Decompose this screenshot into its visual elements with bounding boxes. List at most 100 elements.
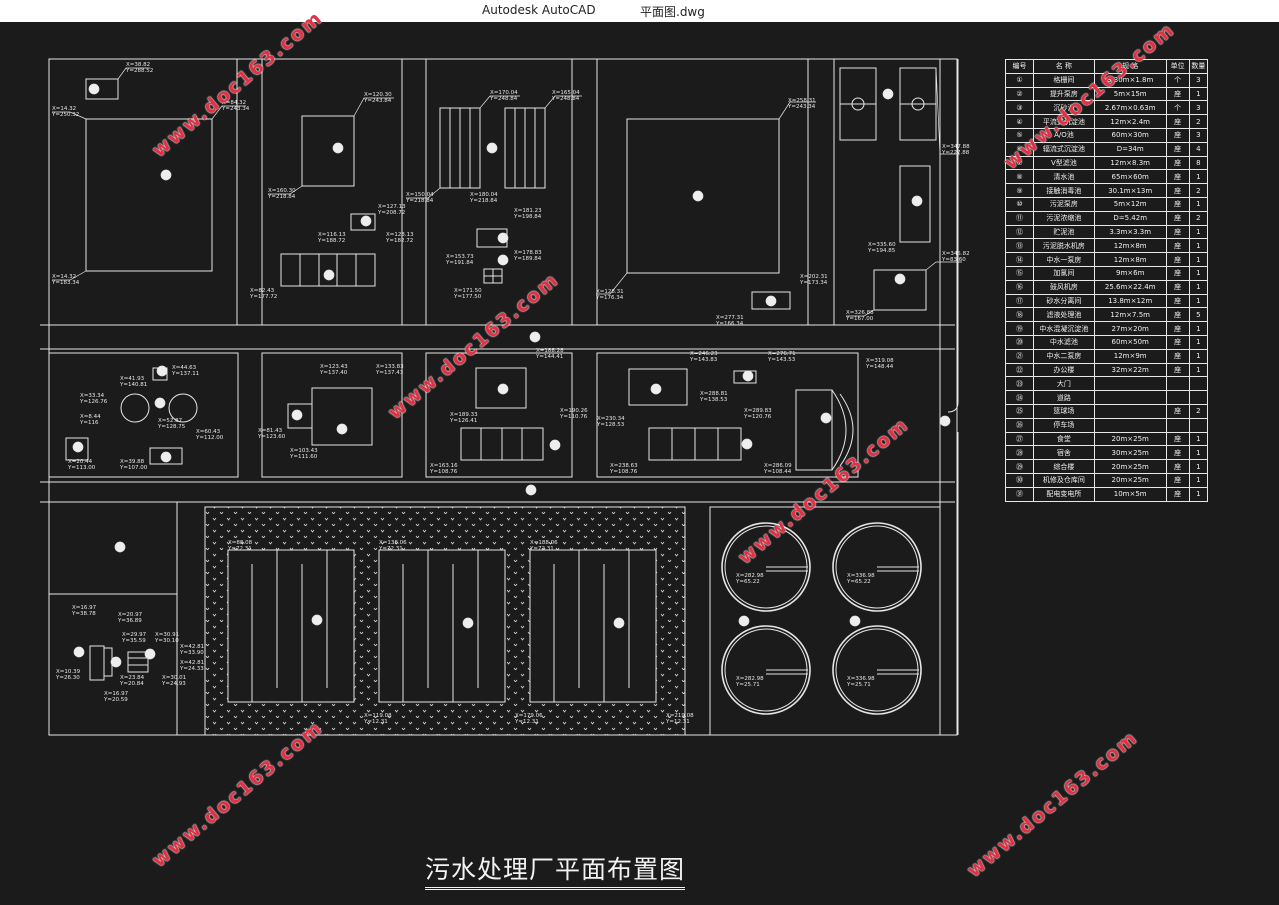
block-clearwater bbox=[596, 58, 809, 326]
svg-text:⑱: ⑱ bbox=[335, 144, 341, 152]
legend-cell: 1 bbox=[1188, 224, 1209, 240]
svg-text:Y=20.59: Y=20.59 bbox=[103, 697, 128, 703]
svg-text:X=128.31: X=128.31 bbox=[596, 289, 624, 295]
building-29 bbox=[899, 165, 931, 243]
legend-cell: 座 bbox=[1165, 196, 1190, 212]
legend-cell: 座 bbox=[1165, 224, 1190, 240]
svg-text:X=41.93: X=41.93 bbox=[120, 376, 145, 382]
svg-text:Y=248.84: Y=248.84 bbox=[489, 96, 518, 102]
svg-text:X=8.44: X=8.44 bbox=[80, 414, 101, 420]
svg-text:㉘: ㉘ bbox=[653, 385, 659, 393]
svg-text:Y=198.84: Y=198.84 bbox=[513, 214, 542, 220]
svg-text:⑮: ⑮ bbox=[339, 425, 345, 433]
building-17 bbox=[287, 403, 313, 429]
legend-cell: 砂水分离间 bbox=[1032, 293, 1095, 309]
svg-text:③: ③ bbox=[500, 257, 505, 264]
legend-cell: 1 bbox=[1188, 334, 1209, 350]
svg-text:⑬: ⑬ bbox=[75, 443, 81, 451]
svg-text:⑳: ⑳ bbox=[500, 385, 506, 393]
legend-cell: 座 bbox=[1165, 472, 1190, 488]
svg-text:㉛: ㉛ bbox=[745, 372, 751, 380]
svg-text:Y=107.00: Y=107.00 bbox=[119, 465, 148, 471]
legend-cell: 座 bbox=[1165, 431, 1190, 447]
legend-cell bbox=[1165, 390, 1190, 405]
svg-text:Y=38.78: Y=38.78 bbox=[71, 611, 96, 617]
building-20 bbox=[475, 367, 527, 409]
building-31b bbox=[733, 370, 757, 384]
svg-text:Y=123.60: Y=123.60 bbox=[257, 434, 286, 440]
svg-text:X=160.30: X=160.30 bbox=[268, 188, 296, 194]
svg-text:Y=25.71: Y=25.71 bbox=[846, 682, 871, 688]
legend-cell: 2.67m×0.63m bbox=[1093, 100, 1167, 116]
legend-cell: 1 bbox=[1188, 431, 1209, 447]
legend-cell: 12m×8m bbox=[1093, 252, 1167, 267]
legend-cell: 座 bbox=[1165, 238, 1190, 254]
file-name-tab[interactable]: 平面图.dwg bbox=[640, 5, 705, 19]
svg-text:X=282.98: X=282.98 bbox=[736, 573, 764, 579]
legend-cell: 1 bbox=[1188, 486, 1209, 502]
legend-cell: 4 bbox=[1188, 141, 1209, 157]
legend-cell bbox=[1165, 376, 1190, 392]
legend-cell: 道路 bbox=[1032, 390, 1095, 405]
svg-text:X=30.91: X=30.91 bbox=[155, 632, 179, 638]
building-23 bbox=[795, 389, 833, 471]
svg-text:X=29.97: X=29.97 bbox=[122, 632, 147, 638]
svg-text:Y=128.53: Y=128.53 bbox=[596, 422, 625, 428]
building-14 bbox=[149, 447, 183, 465]
legend-number: ⑲ bbox=[1005, 321, 1034, 336]
svg-text:X=188.28: X=188.28 bbox=[536, 348, 564, 354]
legend-cell: 机修及仓库间 bbox=[1032, 472, 1095, 488]
svg-text:㉙: ㉙ bbox=[914, 197, 920, 205]
svg-text:Y=182.72: Y=182.72 bbox=[385, 238, 413, 244]
svg-text:Y=36.89: Y=36.89 bbox=[117, 618, 142, 624]
svg-text:Y=111.60: Y=111.60 bbox=[289, 454, 318, 460]
svg-text:Y=189.84: Y=189.84 bbox=[513, 256, 542, 262]
legend-cell bbox=[1093, 390, 1167, 405]
svg-text:Y=138.53: Y=138.53 bbox=[699, 397, 728, 403]
clarifier-area bbox=[709, 506, 941, 736]
svg-text:⑥: ⑥ bbox=[741, 618, 746, 625]
legend-cell: 个 bbox=[1165, 100, 1190, 116]
block-filter bbox=[425, 58, 573, 326]
legend-cell: 1 bbox=[1188, 265, 1209, 281]
svg-text:X=123.13: X=123.13 bbox=[386, 232, 414, 238]
svg-text:㉔: ㉔ bbox=[532, 333, 538, 341]
screen-1 bbox=[89, 645, 105, 681]
block-chemical bbox=[261, 352, 403, 478]
ao-tank-1 bbox=[227, 549, 355, 703]
building-31 bbox=[85, 78, 119, 100]
svg-text:Y=243.84: Y=243.84 bbox=[363, 98, 392, 104]
svg-text:X=282.98: X=282.98 bbox=[736, 676, 764, 682]
svg-text:Y=26.30: Y=26.30 bbox=[55, 675, 80, 681]
legend-cell: 30.1m×13m bbox=[1093, 183, 1167, 198]
legend-header: 单位 bbox=[1165, 59, 1190, 74]
legend-cell: 65m×60m bbox=[1093, 169, 1167, 185]
svg-text:X=42.81: X=42.81 bbox=[180, 660, 204, 666]
legend-cell: 座 bbox=[1165, 307, 1190, 323]
legend-header: 数量 bbox=[1188, 59, 1209, 74]
drawing-canvas[interactable]: ㉛ ㉒ ⑱ ㉚ ⑯ ⑦ ④ ③ ⑧ ② ㉕ ㉙ ㉗ ㉔ ⑫ ⑪ ⑬ ⑭ ⑰ ⑮ … bbox=[0, 6, 1279, 905]
legend-cell: 座 bbox=[1165, 348, 1190, 364]
legend-cell bbox=[1165, 417, 1190, 433]
legend-cell: 2 bbox=[1188, 114, 1209, 129]
svg-text:Y=137.40: Y=137.40 bbox=[319, 370, 348, 376]
legend-cell: 12m×2.4m bbox=[1093, 114, 1167, 129]
svg-text:X=165.04: X=165.04 bbox=[552, 90, 580, 96]
svg-text:X=277.31: X=277.31 bbox=[716, 315, 744, 321]
legend-header: 编号 bbox=[1005, 59, 1034, 74]
window-titlebar: Autodesk AutoCAD 平面图.dwg bbox=[0, 0, 1279, 23]
legend-cell: D=34m bbox=[1093, 141, 1167, 157]
legend-number: ⑨ bbox=[1005, 183, 1034, 198]
svg-text:X=38.82: X=38.82 bbox=[126, 62, 150, 68]
svg-text:X=188.06: X=188.06 bbox=[530, 540, 558, 546]
